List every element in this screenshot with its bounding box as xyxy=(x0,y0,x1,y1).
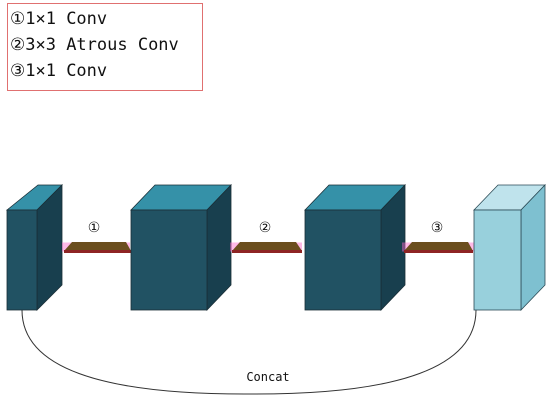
legend-marker-1: ① xyxy=(10,9,26,29)
legend-item-2: ②3×3 Atrous Conv xyxy=(10,32,202,58)
output-block-front xyxy=(473,209,522,311)
legend-label-1: 1×1 Conv xyxy=(25,9,108,29)
connector-3-label: ③ xyxy=(431,220,444,236)
connector-3-top xyxy=(404,242,473,251)
input-block xyxy=(5,184,63,311)
legend-label-2: 3×3 Atrous Conv xyxy=(25,35,179,55)
connector-2-label: ② xyxy=(259,220,272,236)
legend-label-3: 1×1 Conv xyxy=(25,61,108,81)
feature-block-2-front xyxy=(130,209,208,311)
connector-2-top xyxy=(232,242,302,251)
concat-label: Concat xyxy=(246,370,289,384)
legend-box: ①1×1 Conv ②3×3 Atrous Conv ③1×1 Conv xyxy=(7,3,203,91)
feature-block-2 xyxy=(130,184,232,311)
connector-1-body xyxy=(64,250,131,253)
connector-2: ② xyxy=(230,220,302,253)
feature-block-3 xyxy=(304,184,406,311)
concat-arc xyxy=(21,309,477,395)
input-block-front xyxy=(6,209,38,311)
connector-3: ③ xyxy=(402,220,474,253)
connector-1-label: ① xyxy=(88,220,101,236)
feature-block-3-front xyxy=(304,209,382,311)
connector-2-body xyxy=(232,250,302,253)
legend-item-3: ③1×1 Conv xyxy=(10,58,202,84)
connector-1-top xyxy=(64,242,131,251)
legend-item-1: ①1×1 Conv xyxy=(10,6,202,32)
connector-1: ① xyxy=(62,220,131,253)
connector-3-body xyxy=(404,250,473,253)
legend-marker-2: ② xyxy=(10,35,26,55)
legend-marker-3: ③ xyxy=(10,61,26,81)
output-block xyxy=(473,184,546,311)
